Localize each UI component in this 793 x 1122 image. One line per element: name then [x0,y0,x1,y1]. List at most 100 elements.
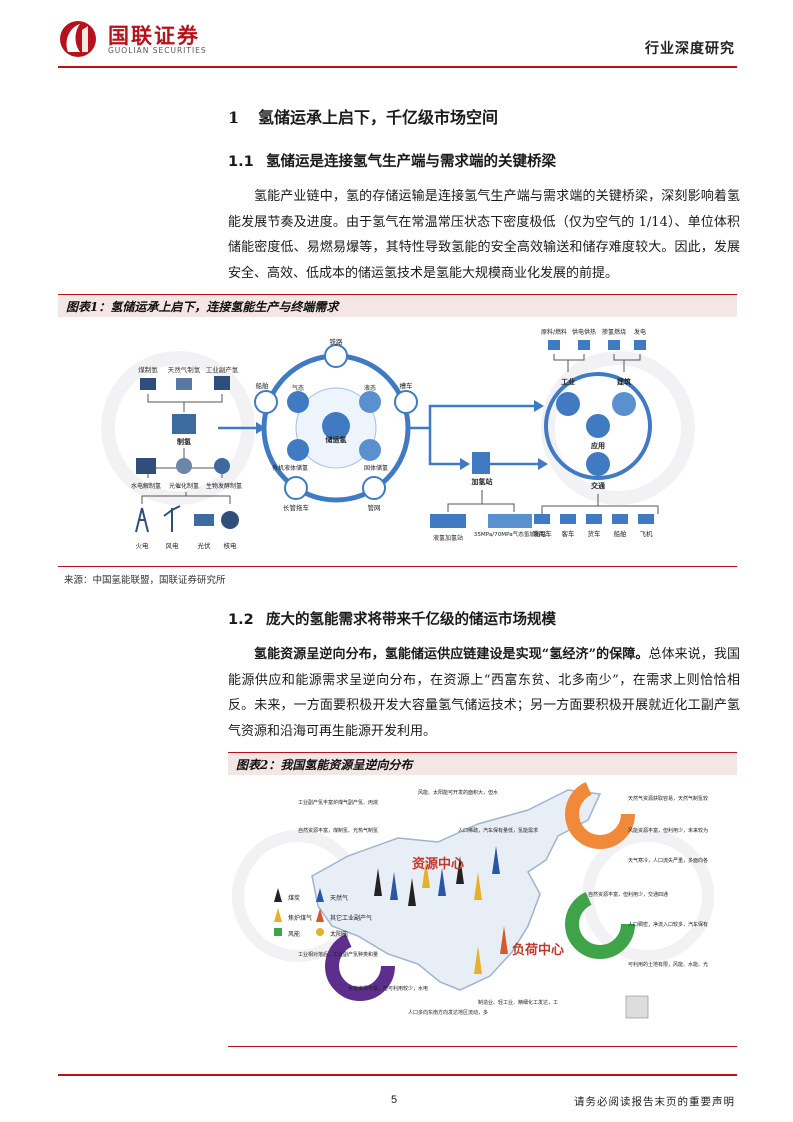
organic-liquid-icon [287,439,309,461]
photocatalysis-icon [176,458,192,474]
ship-node-icon [254,390,278,414]
load-center-label: 负荷中心 [512,942,564,958]
inner-label-2: 有机液体储氢 [272,464,308,472]
electro-label-2: 生物发酵制氢 [206,482,242,490]
subsection-number: 1.2 [228,612,254,628]
legend-0: 煤炭 [288,894,300,902]
legend-3: 其它工业副产气 [330,914,372,922]
gas-station-icon [488,514,532,528]
transport-label-0: 乘用车 [532,529,552,538]
outer-label-1: 槽车 [400,381,414,390]
solid-storage-icon [359,439,381,461]
body-paragraph: 氢能产业链中，氢的存储运输是连接氢气生产端与需求端的关键桥梁，深刻影响着氢能发展… [228,189,740,281]
transport-icon [586,452,610,476]
logo [58,18,258,60]
figure-title-bar [228,752,737,775]
pipeline-node-icon [362,476,386,500]
transport-label-1: 客车 [562,529,576,538]
note-7: 自然资源丰富，但利用少，交通四通 [588,891,668,898]
heat-supply-icon [578,340,590,350]
note-6: 天气寒冷，人口流失严重，多面向各 [628,857,708,864]
outer-label-4: 船舶 [256,381,269,390]
note-1: 风能、太阳能可开发的面积大，但水 [418,789,498,796]
src-label-1: 天然气制氢 [168,365,201,374]
production-sources-group: 煤制氢 天然气制氢 工业副产氢 [138,365,239,412]
legend-4: 风能 [288,930,300,938]
resource-markers [374,846,508,974]
note-10: 水能资源丰富，但可利用较少，水电 [348,985,428,992]
note-0: 工业副产氢丰富炉煤气副产氢、丙烷 [298,799,378,806]
china-map-shape [311,789,602,991]
body-paragraph: 氢能资源呈逆向分布，氢能储运供应链建设是实现“氢经济”的保障。总体来说，我国能源… [228,642,740,744]
footer-disclaimer: 请务必阅读报告末页的重要声明 [574,1096,735,1108]
note-8: 人口稠密，净流入口较多，汽车保有 [628,921,708,928]
subsection-number: 1.1 [228,154,254,170]
figure-hydrogen-map: 资源中心 负荷中心 煤炭 天然气 焦炉煤气 其它工业副产气 风能 太阳能 工业副… [228,776,737,1044]
map-notes: 工业副产氢丰富炉煤气副产氢、丙烷 风能、太阳能可开发的面积大，但水 自然资源丰富… [298,789,708,1016]
power-label-2: 光伏 [198,541,212,550]
industry-icon [556,392,580,416]
top-item-2: 掺氢燃烧 [602,328,626,336]
legend-5: 太阳能 [330,930,348,938]
src-label-0: 煤制氢 [138,365,158,374]
station-label: 加氢站 [471,477,493,486]
inner-label-3: 固体储氢 [364,464,388,472]
note-3: 人口稀疏，汽车保有量低，氢能需求 [458,827,538,834]
doc-type-label: 行业深度研究 [645,41,735,57]
header-rule [58,66,737,68]
nuclear-power-icon [221,511,239,529]
outer-label-2: 管网 [368,503,381,512]
inner-label-0: 气态 [292,384,304,392]
inner-label-1: 液态 [364,384,376,392]
note-9: 工业相对落后，工业副产氢种类和量 [298,951,378,958]
note-11: 人口多向东南方向发达地区流动，多 [408,1009,488,1016]
top-item-0: 原料/燃料 [541,328,567,336]
orange-ring [565,779,635,849]
hydrogen-station-icon [472,452,490,474]
fuel-icon [548,340,560,350]
application-center-label: 应用 [591,441,605,450]
note-5: 风能资源丰富，但利用少，未来较为 [628,827,708,834]
transport-modes-group: 乘用车 客车 货车 船舶 飞机 [532,514,654,538]
note-4: 天然气资源获取容易，天然气制氢较 [628,795,708,802]
qr-code-icon [625,995,649,1019]
bus-icon [560,514,576,524]
green-ring [565,889,635,959]
legend-2: 焦炉煤气 [288,914,312,922]
note-2: 自然资源丰富，煤制氢、光热气制氢 [298,827,378,834]
figure-source: 来源：中国氢能联盟，国联证券研究所 [64,575,226,586]
outer-label-0: 铁路 [330,337,344,346]
figure-bottom-rule [58,566,737,567]
electrolysis-icon [136,458,156,474]
power-label-1: 风电 [166,541,180,550]
paragraph-lead: 氢能资源呈逆向分布，氢能储运供应链建设是实现“氢经济”的保障。 [254,647,649,662]
storage-ring: 储运氢 气态 液态 有机液体储氢 固体储氢 铁路 槽车 管网 长管拖车 船舶 [254,337,418,512]
factory-icon [214,376,230,390]
figure-title: 图表1：氢储运承上启下，连接氢能生产与终端需求 [66,300,339,314]
power-gen-icon [634,340,646,350]
legend-1: 天然气 [330,894,348,902]
paragraph-body: 总体来说，我国能源供应和能源需求呈逆向分布，在资源上“西富东贫、北多南少”，在需… [228,647,740,739]
transport-label-4: 飞机 [640,529,654,538]
gas-state-icon [287,391,309,413]
thermal-power-icon [135,507,149,533]
liquid-station-icon [430,514,466,528]
station-type-0: 液氢加氢站 [433,534,463,542]
page-number: 5 [391,1094,398,1106]
top-item-3: 发电 [634,328,646,336]
section-number: 1 [228,108,240,127]
gas-icon [176,378,192,390]
top-item-1: 供电供热 [572,328,596,336]
ship-icon [612,514,628,524]
purple-ring [325,931,395,1001]
map-legend: 煤炭 天然气 焦炉煤气 其它工业副产气 风能 太阳能 [274,888,372,938]
resource-center-label: 资源中心 [412,856,464,872]
logo-subtext: GUOLIAN SECURITIES [108,46,207,55]
note-13: 可利用的土地有限，风能、水能、光 [628,961,708,968]
electro-label-1: 光催化制氢 [169,482,199,490]
hydrogen-production-icon [172,414,196,434]
logo-text: 国联证券 [108,24,200,48]
